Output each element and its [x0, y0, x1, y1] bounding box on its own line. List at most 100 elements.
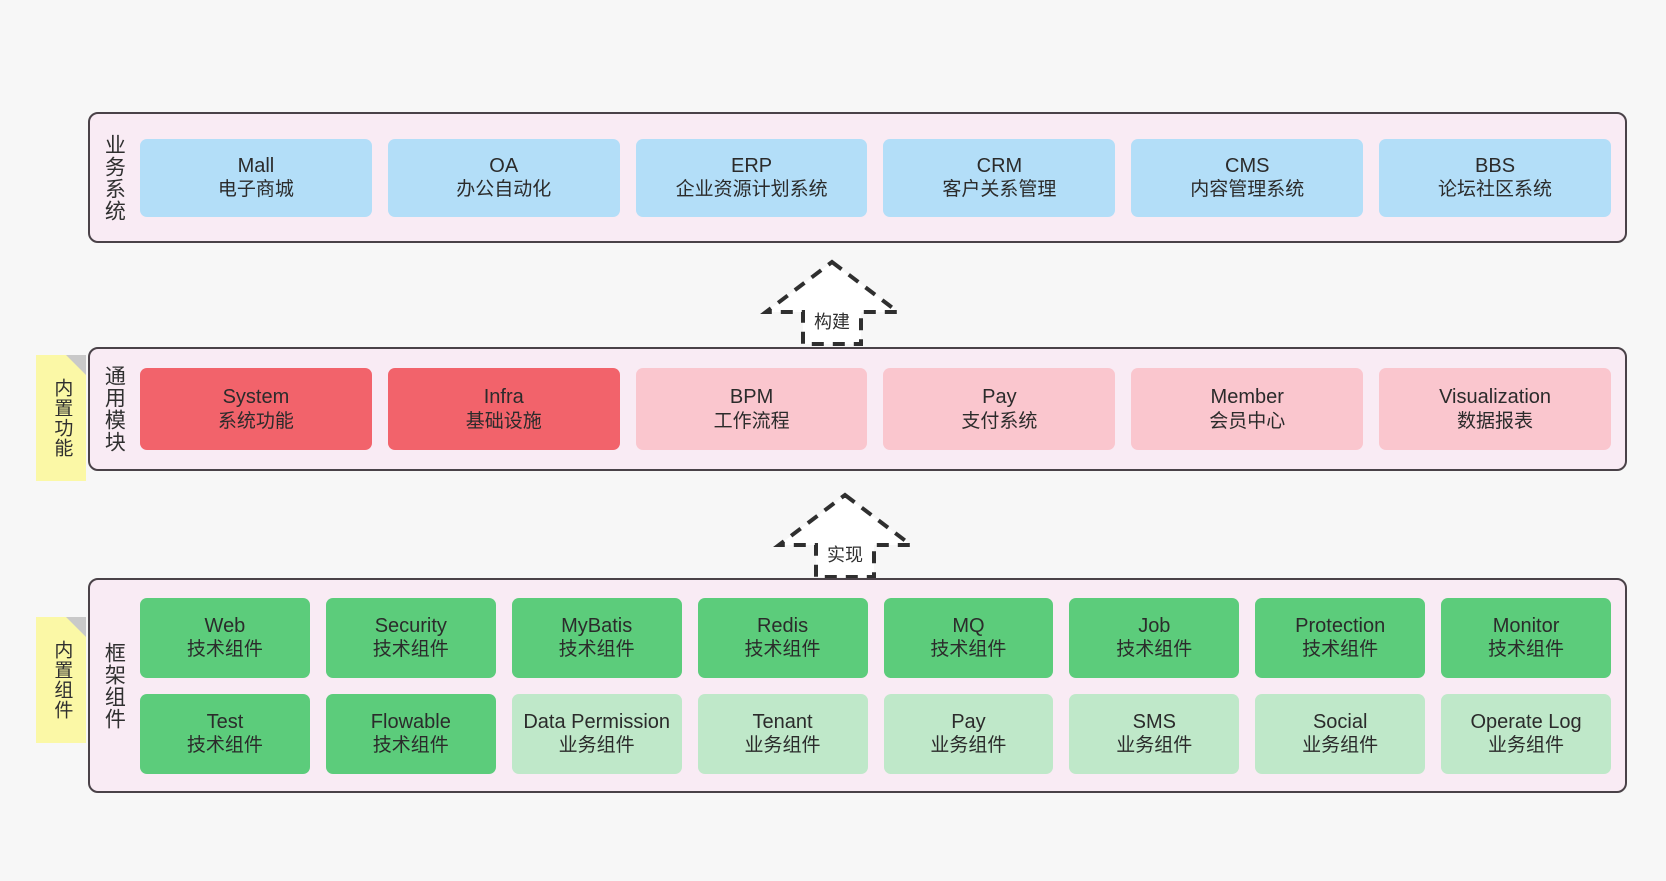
- card-title: Test: [206, 710, 244, 733]
- layer-framework-components-label: 框架组件: [102, 641, 126, 730]
- card-subtitle: 论坛社区系统: [1438, 179, 1553, 201]
- card-title: Job: [1138, 614, 1171, 637]
- card-title: Member: [1210, 386, 1284, 409]
- card-subtitle: 业务组件: [744, 735, 821, 757]
- card-subtitle: 业务组件: [1488, 735, 1565, 757]
- arrow-implement: 实现: [770, 489, 920, 581]
- card-subtitle: 会员中心: [1209, 410, 1286, 432]
- card-subtitle: 技术组件: [1116, 639, 1193, 661]
- note-builtin-components: 内置组件: [36, 617, 86, 743]
- card-subtitle: 系统功能: [217, 410, 294, 432]
- card-subtitle: 业务组件: [930, 735, 1007, 757]
- card-title: Pay: [982, 386, 1017, 409]
- card-subtitle: 业务组件: [1116, 735, 1193, 757]
- card-subtitle: 基础设施: [465, 410, 542, 432]
- note-builtin-features-label: 内置功能: [51, 378, 73, 458]
- card-subtitle: 技术组件: [372, 639, 449, 661]
- card-subtitle: 业务组件: [1302, 735, 1379, 757]
- card-title: ERP: [731, 154, 773, 177]
- card-title: System: [222, 386, 290, 409]
- card-title: Operate Log: [1470, 710, 1582, 733]
- card-subtitle: 工作流程: [713, 410, 790, 432]
- card-title: Protection: [1295, 614, 1386, 637]
- card-subtitle: 技术组件: [186, 735, 263, 757]
- card-subtitle: 客户关系管理: [942, 179, 1057, 201]
- card-subtitle: 业务组件: [558, 735, 635, 757]
- card-subtitle: 企业资源计划系统: [675, 179, 828, 201]
- card-subtitle: 数据报表: [1457, 410, 1534, 432]
- card-title: Tenant: [752, 710, 813, 733]
- arrow-build: 构建: [757, 256, 907, 348]
- card-title: OA: [489, 154, 519, 177]
- card-subtitle: 支付系统: [961, 410, 1038, 432]
- arrow-implement-shape: [773, 492, 917, 579]
- note-builtin-features: 内置功能: [36, 355, 86, 481]
- card-title: MQ: [952, 614, 985, 637]
- card-title: SMS: [1132, 710, 1176, 733]
- note-builtin-components-label: 内置组件: [51, 640, 73, 720]
- card-title: BBS: [1475, 154, 1516, 177]
- card-title: CRM: [976, 154, 1023, 177]
- card-title: BPM: [729, 386, 774, 409]
- card-title: Infra: [483, 386, 524, 409]
- card-title: Web: [204, 614, 246, 637]
- card-title: CMS: [1225, 154, 1270, 177]
- card-title: Redis: [756, 614, 809, 637]
- card-title: Visualization: [1439, 386, 1552, 409]
- card-subtitle: 技术组件: [372, 735, 449, 757]
- card-subtitle: 技术组件: [1302, 639, 1379, 661]
- card-title: MyBatis: [561, 614, 633, 637]
- card-title: Security: [374, 614, 447, 637]
- card-title: Monitor: [1492, 614, 1560, 637]
- card-title: Social: [1312, 710, 1368, 733]
- card-title: Data Permission: [523, 710, 671, 733]
- layer-common-modules-label: 通用模块: [102, 365, 126, 453]
- card-subtitle: 办公自动化: [456, 179, 552, 201]
- card-title: Mall: [237, 154, 275, 177]
- card-subtitle: 电子商城: [217, 179, 294, 201]
- card-title: Flowable: [370, 710, 451, 733]
- card-subtitle: 技术组件: [744, 639, 821, 661]
- card-subtitle: 技术组件: [186, 639, 263, 661]
- card-subtitle: 内容管理系统: [1190, 179, 1305, 201]
- card-subtitle: 技术组件: [558, 639, 635, 661]
